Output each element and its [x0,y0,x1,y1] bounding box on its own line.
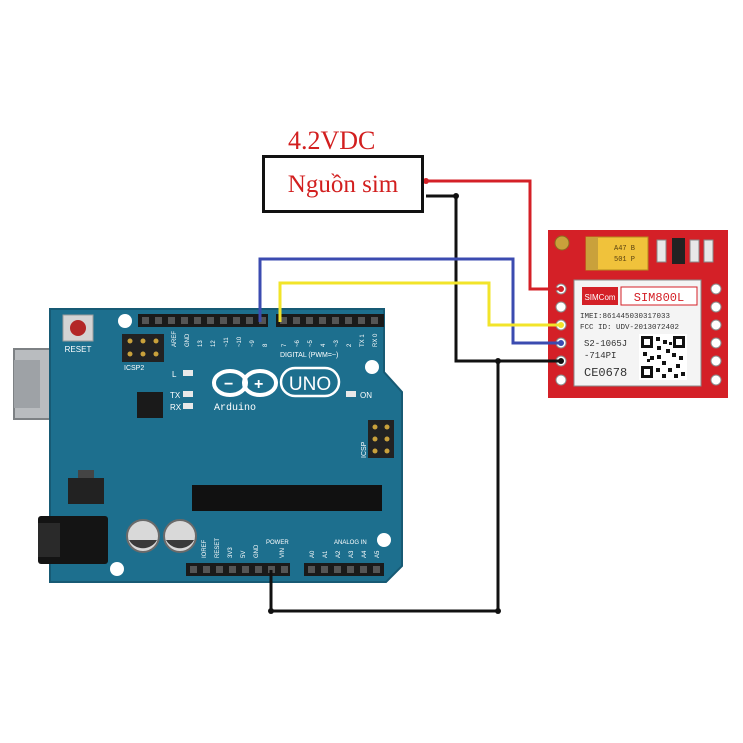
cap-text-2: 501 P [614,256,635,264]
wire-endpoints [423,178,564,364]
aref-label: AREF [172,331,178,347]
icsp2-header [122,334,164,362]
analog-pin-label: A4 [362,550,368,558]
power-supply-box: Nguồn sim [262,155,424,213]
reset-pin-label: RESET [215,538,221,558]
voltage-regulator [68,478,104,504]
led-l [183,370,193,376]
digital-pin-label: 13 [198,340,204,347]
digital-pin-label: 12 [211,340,217,347]
wire-yellow-pin7 [278,281,561,327]
on-label: ON [360,391,372,400]
analog-pin-label: A3 [349,550,355,558]
logo-plus-icon: + [254,376,263,393]
gnd-label-top: GND [185,333,191,347]
ce-mark: CE0678 [584,366,627,380]
analog-label: ANALOG IN [334,540,367,546]
wire-blue-pin8 [258,257,561,345]
digital-header-high [138,314,268,327]
digital-pin-label: TX 1 [360,334,366,347]
digital-pin-label: 7 [282,343,288,347]
sim-right-pins [710,283,722,386]
led-tx-label: TX [170,391,181,400]
voltage-label: 4.2VDC [288,126,376,155]
digital-pin-label: 2 [347,343,353,347]
digital-pin-label: ~3 [334,339,340,347]
digital-pin-label: ~6 [295,339,301,347]
wire-black-gnd-arduino [269,361,500,613]
imei-label: IMEI:861445030317033 [580,313,671,321]
analog-header [304,563,384,576]
wire-black-gnd-source [426,194,561,363]
v5-label: 5V [241,551,247,558]
logo-minus-icon: − [224,376,233,393]
mounting-hole [377,533,391,547]
led-l-label: L [172,370,177,379]
digital-pin-label: ~11 [224,337,230,347]
digital-pin-label: ~5 [308,339,314,347]
icsp-label: ICSP [361,441,368,458]
fccid-label: FCC ID: UDV-2013072402 [580,324,679,332]
power-supply-label: Nguồn sim [287,171,399,198]
wire-red-vcc [426,179,561,291]
serial2-label: -714PI [584,351,616,361]
analog-pin-label: A5 [375,550,381,558]
mounting-hole [110,562,124,576]
model-label: SIM800L [634,291,684,305]
icsp-header [368,420,394,458]
ioref-label: IOREF [202,539,208,558]
wire-junctions [268,193,501,614]
arduino-logo [212,369,278,397]
usb-chip [137,392,163,418]
sim800l-module: A47 B 501 P SIMCom SIM800L IMEI:86144503… [548,230,728,398]
digital-pin-label: ~10 [237,336,243,347]
power-label: POWER [266,540,289,546]
analog-pin-label: A1 [323,550,329,558]
icsp2-label: ICSP2 [124,365,144,372]
digital-header-low [276,314,384,327]
atmega-chip [192,485,382,511]
led-rx [183,403,193,409]
simcom-logo: SIMCom [584,293,615,302]
gnd-label-bottom: GND [254,544,260,558]
led-on [346,391,356,397]
led-tx [183,391,193,397]
digital-pin-label: 4 [321,343,327,347]
serial-label: S2-1065J [584,339,627,349]
led-rx-label: RX [170,403,182,412]
mounting-hole [118,314,132,328]
digital-pin-label: ~9 [250,339,256,347]
vin-label: VIN [280,548,286,558]
cap-text-1: A47 B [614,245,635,253]
reset-label: RESET [65,345,92,354]
analog-pin-label: A0 [310,550,316,558]
uno-label: UNO [289,374,331,395]
digital-label: DIGITAL (PWM=~) [280,352,338,359]
digital-pin-label: RX 0 [373,333,379,347]
antenna-connector [554,235,570,251]
wires [258,179,561,613]
power-header [186,563,290,576]
mounting-hole [365,360,379,374]
digital-pin-label: 8 [263,343,269,347]
v33-label: 3V3 [228,547,234,558]
arduino-uno-board: RESET ICSP2 L TX RX − + UNO Arduino ON [13,308,403,583]
qr-code [639,334,687,380]
brand-label: Arduino [214,402,256,414]
analog-pin-label: A2 [336,550,342,558]
